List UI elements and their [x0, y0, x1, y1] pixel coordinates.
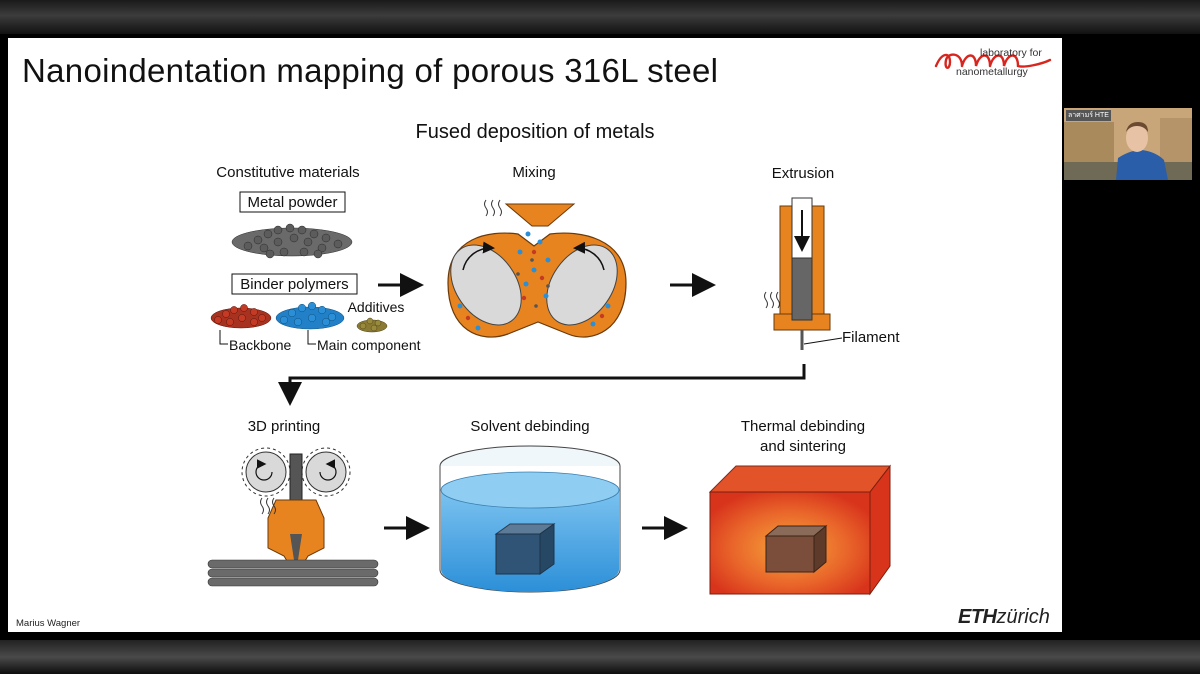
additives-pile-icon: [356, 317, 388, 333]
backbone-pointer: [219, 330, 228, 345]
label-thermal-line1: Thermal debinding: [741, 418, 865, 435]
label-metal-powder: Metal powder: [247, 194, 337, 211]
binder-polymers-box: [231, 273, 358, 295]
label-main-component: Main component: [317, 337, 421, 353]
mixer-icon: [447, 199, 627, 338]
metal-powder-box: [239, 191, 346, 213]
filament-pointer: [803, 337, 843, 345]
eth-logo-rest: zürich: [996, 606, 1050, 628]
slide-title: Nanoindentation mapping of porous 316L s…: [22, 52, 719, 89]
webcam-thumbnail[interactable]: ลาศามร์ HTE: [1064, 108, 1192, 180]
presentation-slide: Nanoindentation mapping of porous 316L s…: [8, 38, 1062, 632]
extruder-icon: [764, 197, 831, 350]
label-3d-printing: 3D printing: [248, 418, 321, 435]
logo-text-line2: nanometallurgy: [956, 66, 1028, 78]
label-backbone: Backbone: [229, 337, 291, 353]
main-component-pointer: [307, 330, 316, 345]
eth-logo: ETHzürich: [958, 606, 1050, 629]
webcam-image-icon: [1064, 108, 1192, 180]
eth-logo-bold: ETH: [958, 606, 997, 628]
backbone-pile-icon: [210, 304, 272, 329]
metal-powder-pile-icon: [231, 223, 353, 259]
label-filament: Filament: [842, 329, 900, 346]
author-name: Marius Wagner: [16, 618, 81, 629]
logo-text-line1: laboratory for: [980, 47, 1042, 59]
solvent-bath-icon: [439, 445, 621, 593]
label-constitutive-materials: Constitutive materials: [216, 164, 359, 181]
lab-logo-icon: [934, 53, 1052, 69]
main-component-pile-icon: [275, 301, 345, 330]
label-thermal-line2: and sintering: [760, 438, 846, 455]
arrow-to-printing: [278, 364, 806, 406]
printer-head-icon: [207, 447, 379, 587]
window-bottom-bar: [0, 640, 1200, 674]
window-top-bar: [0, 0, 1200, 34]
diagram-heading: Fused deposition of metals: [415, 121, 654, 143]
webcam-name-tag: ลาศามร์ HTE: [1066, 110, 1111, 121]
label-additives: Additives: [348, 299, 405, 315]
label-mixing: Mixing: [512, 164, 555, 181]
label-binder-polymers: Binder polymers: [240, 276, 348, 293]
label-extrusion: Extrusion: [772, 165, 835, 182]
process-diagram: Fused deposition of metals Constitutive …: [207, 121, 900, 596]
furnace-icon: [708, 464, 892, 596]
label-solvent-debinding: Solvent debinding: [470, 418, 589, 435]
